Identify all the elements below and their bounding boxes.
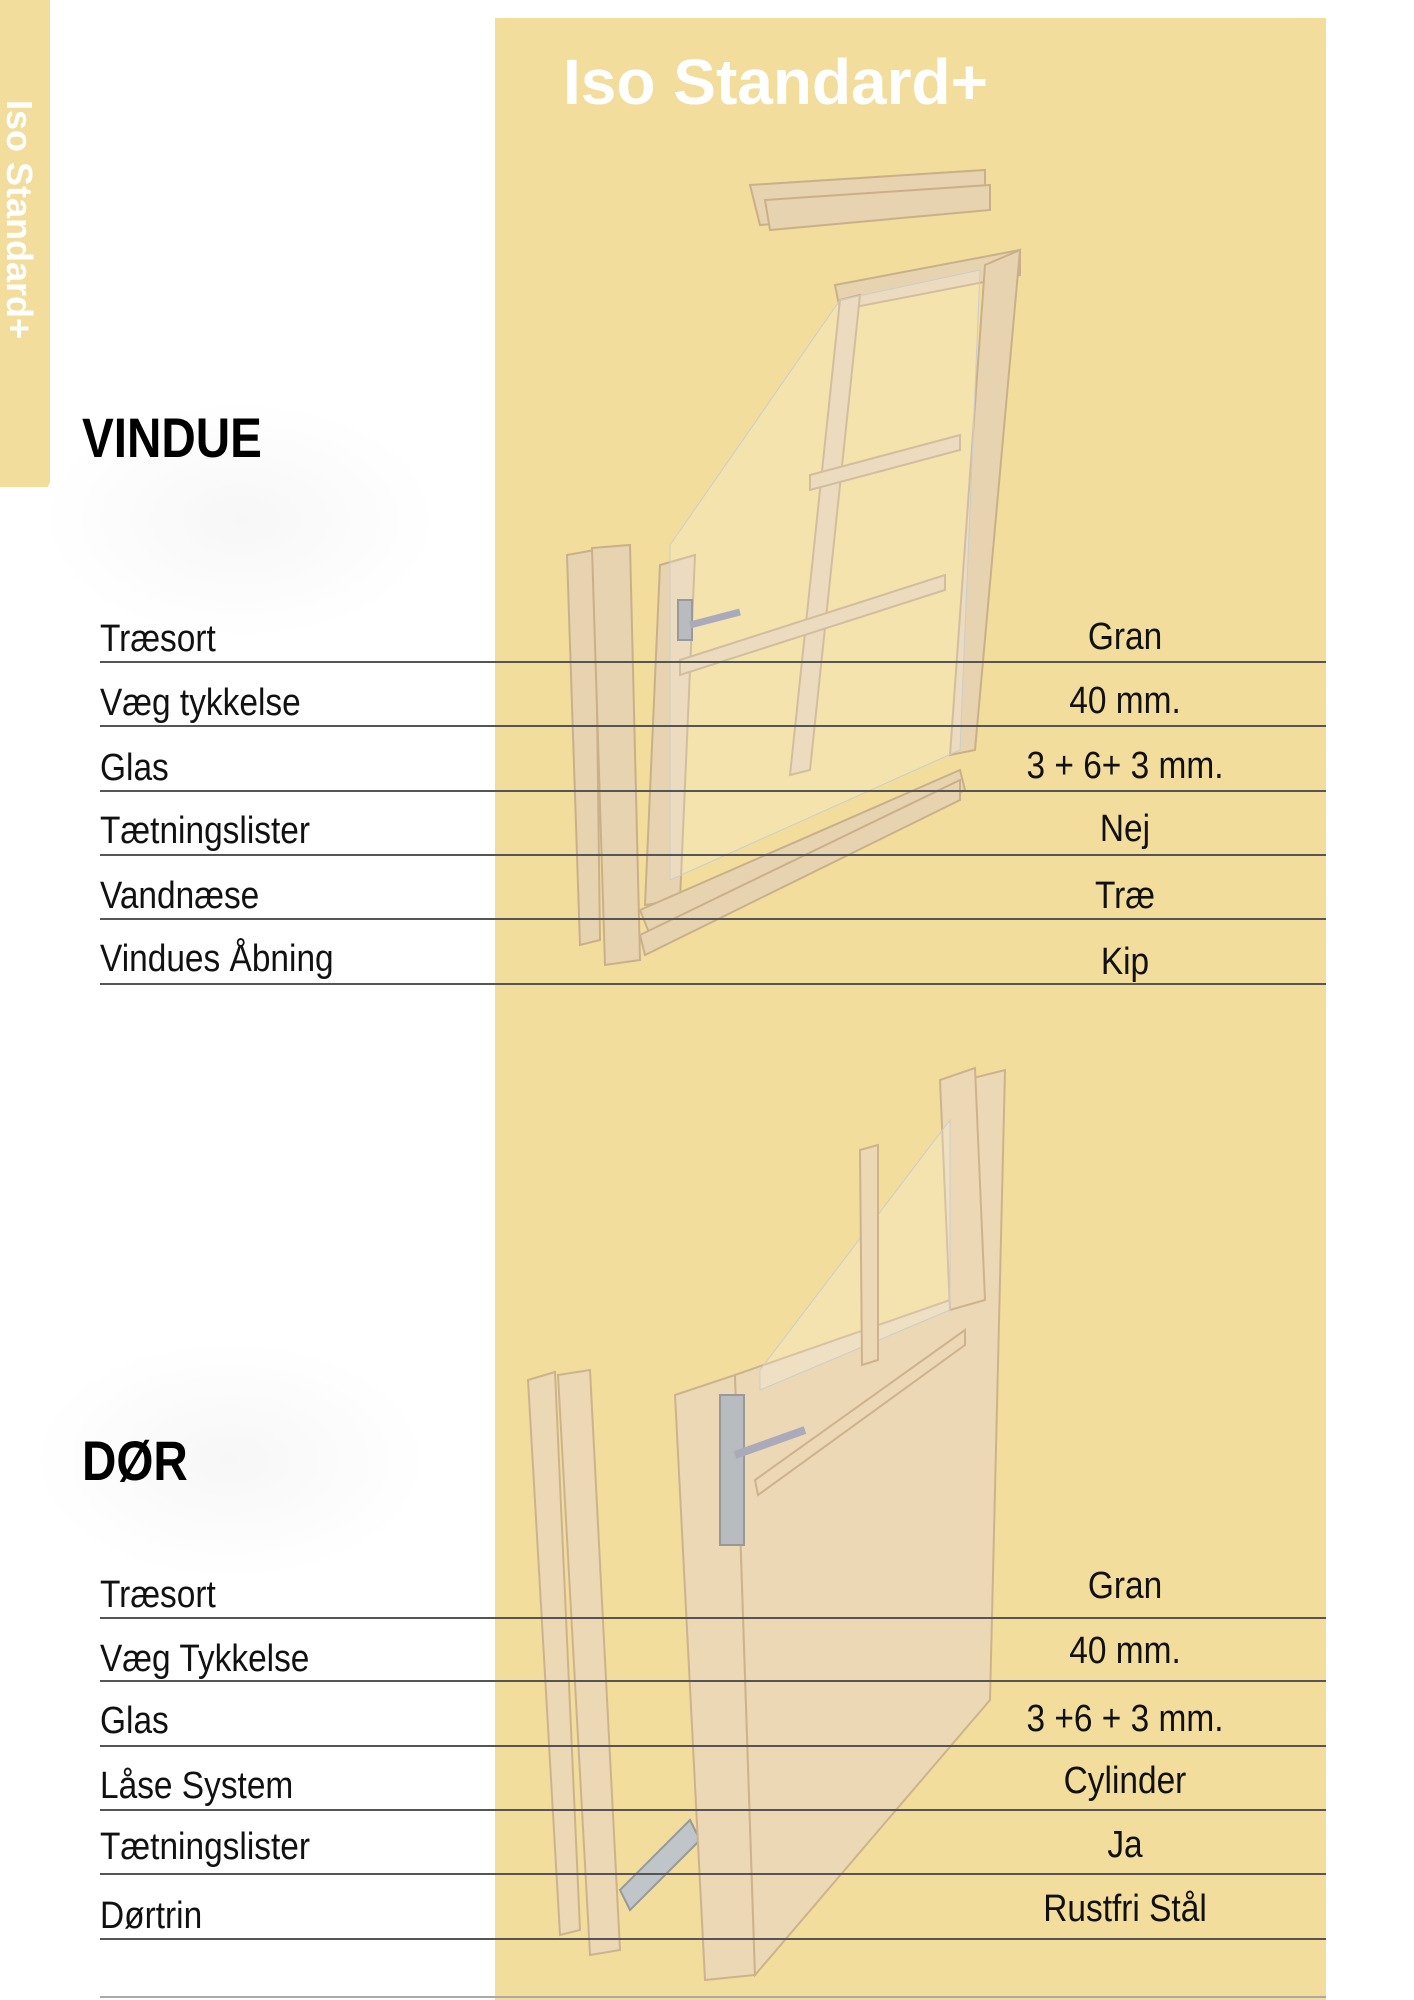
row-divider	[100, 983, 1326, 985]
spec-label: Vindues Åbning	[100, 938, 334, 980]
spec-label: Væg Tykkelse	[100, 1638, 310, 1680]
door-heading: DØR	[82, 1429, 188, 1492]
spec-value: Kip	[1100, 941, 1150, 983]
row-divider	[100, 1996, 1326, 1998]
row-divider	[100, 918, 1326, 920]
row-divider	[100, 725, 1326, 727]
heading-glow	[30, 1340, 430, 1580]
page-title: Iso Standard+	[563, 46, 988, 118]
spec-label: Træsort	[100, 618, 216, 660]
side-tab: Iso Standard+	[0, 0, 50, 487]
heading-glow	[40, 400, 440, 640]
spec-value: Rustfri Stål	[1043, 1888, 1207, 1930]
row-divider	[100, 1938, 1326, 1940]
spec-label: Væg tykkelse	[100, 682, 301, 724]
window-illustration	[565, 168, 1022, 967]
row-divider	[100, 1680, 1326, 1682]
row-divider	[100, 1809, 1326, 1811]
row-divider	[100, 1617, 1326, 1619]
spec-value: 3 + 6+ 3 mm.	[1026, 745, 1224, 787]
spec-value: 3 +6 + 3 mm.	[1026, 1698, 1224, 1740]
spec-value: 40 mm.	[1069, 1630, 1181, 1672]
row-divider	[100, 854, 1326, 856]
spec-label: Tætningslister	[100, 810, 311, 852]
row-divider	[100, 661, 1326, 663]
spec-label: Vandnæse	[100, 875, 260, 917]
spec-value: Gran	[1087, 1565, 1163, 1607]
row-divider	[100, 1745, 1326, 1747]
spec-label: Glas	[100, 747, 169, 789]
spec-value: Cylinder	[1063, 1760, 1187, 1802]
row-divider	[100, 790, 1326, 792]
spec-label: Glas	[100, 1700, 169, 1742]
door-illustration	[526, 1066, 1007, 1982]
row-divider	[100, 1873, 1326, 1875]
spec-value: Ja	[1107, 1824, 1143, 1866]
spec-value: Træ	[1094, 875, 1156, 917]
spec-label: Træsort	[100, 1574, 216, 1616]
spec-label: Låse System	[100, 1765, 294, 1807]
spec-value: Nej	[1099, 808, 1151, 850]
spec-value: Gran	[1087, 616, 1163, 658]
spec-value: 40 mm.	[1069, 680, 1181, 722]
spec-label: Tætningslister	[100, 1826, 311, 1868]
window-heading: VINDUE	[82, 406, 262, 469]
spec-label: Dørtrin	[100, 1895, 203, 1937]
